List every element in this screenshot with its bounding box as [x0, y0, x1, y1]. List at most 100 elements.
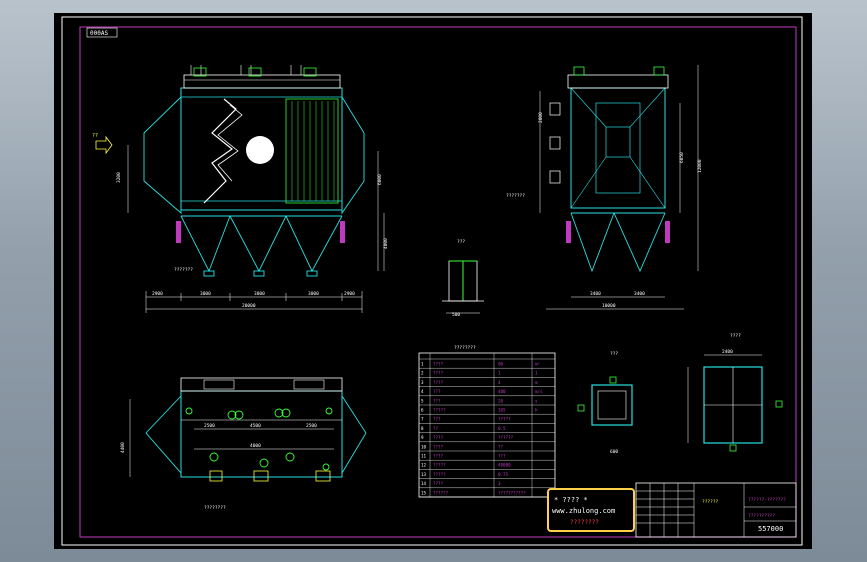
table-cell-name: ????? [433, 463, 446, 468]
table-cell-qty: 165 [498, 408, 506, 413]
table-cell-name: ??? [433, 389, 441, 394]
table-cell-qty: 90 [498, 362, 504, 367]
dim-text: 3400 [590, 291, 601, 297]
table-cell-name: ??? [433, 417, 441, 422]
dim-text: 3000 [254, 291, 265, 297]
table-cell-unit: h [535, 408, 538, 413]
table-cell-no: 14 [421, 481, 427, 486]
plan-nozzles [185, 407, 333, 471]
hoppers [180, 215, 343, 277]
dim-text: 3000 [200, 291, 211, 297]
detail-label: ???? [730, 333, 741, 339]
top-walkway [183, 74, 341, 89]
dim-text: 10000 [602, 303, 616, 309]
table-cell-unit: s [535, 398, 538, 403]
dim-text: 2500 [306, 423, 317, 429]
inner-frame-magenta [79, 26, 797, 538]
table-cell-name: ????? [433, 472, 446, 477]
dim-text: 500 [452, 312, 460, 318]
dim-text: 4000 [383, 238, 389, 249]
title-unit: ?????????? [748, 513, 775, 519]
table-cell-qty: 20 [498, 398, 504, 403]
table-cell-no: 9 [421, 435, 424, 440]
table-cell-no: 8 [421, 426, 424, 431]
table-cell-qty: 0.75 [498, 472, 509, 477]
table-cell-qty: 48000 [498, 463, 511, 468]
table-cell-qty: ?????? [498, 435, 514, 440]
table-cell-unit: m/s [535, 389, 543, 394]
table-cell-no: 5 [421, 398, 424, 403]
dim-text: 12000 [697, 159, 703, 173]
outer-frame [61, 16, 803, 546]
table-cell-no: 6 [421, 408, 424, 413]
table-cell-no: 1 [421, 362, 424, 367]
dim-text: 4500 [250, 423, 261, 429]
paper-background [54, 13, 812, 549]
dim-text: 600 [610, 449, 618, 455]
plan-view[interactable]: 2500 4500 2500 4000 4400 ???????? [120, 377, 367, 511]
dim-text: 2900 [152, 291, 163, 297]
side-view[interactable]: 3400 3400 10000 2800 12000 6050 ??????? [506, 65, 703, 310]
title-name: ?????? [702, 499, 719, 505]
dim-text: 2400 [722, 349, 733, 355]
drawing-number: 557000 [758, 525, 783, 533]
table-cell-unit: m² [535, 362, 540, 367]
dim-text: 4000 [250, 443, 261, 449]
table-cell-name: ???? [433, 362, 444, 367]
side-walkway [567, 74, 669, 89]
table-cell-no: 15 [421, 490, 427, 495]
hopper-flanges [176, 221, 345, 243]
detail-label: ??? [457, 239, 465, 245]
table-cell-no: 7 [421, 417, 424, 422]
title-block[interactable]: ?????? ??????-??????? ?????????? 557000 [635, 482, 797, 538]
table-cell-no: 4 [421, 389, 424, 394]
dim-text: 4400 [120, 442, 126, 453]
table-cell-qty: ?? [498, 444, 504, 449]
watermark-line3: ???????? [570, 519, 599, 526]
dim-text: 3400 [634, 291, 645, 297]
table-cell-no: 3 [421, 380, 424, 385]
table-cell-name: ?????? [433, 490, 449, 495]
inspection-port [246, 136, 274, 164]
dim-text: 6000 [377, 174, 383, 185]
table-cell-name: ?? [433, 426, 439, 431]
table-cell-name: ???? [433, 454, 444, 459]
table-cell-name: ???? [433, 444, 444, 449]
detail-inspection-door[interactable]: ???? 2400 [687, 333, 783, 452]
table-cell-unit: m [535, 380, 538, 385]
table-cell-no: 10 [421, 444, 427, 449]
top-label-box [86, 27, 118, 38]
table-cell-name: ???? [433, 371, 444, 376]
filter-bag-bank [285, 98, 339, 204]
dim-text: ???????? [204, 505, 226, 511]
dim-text: 6050 [679, 152, 685, 163]
table-cell-no: 13 [421, 472, 427, 477]
table-cell-qty: ??? [498, 454, 506, 459]
zhulong-watermark: * ???? * www.zhulong.com ???????? [547, 488, 635, 532]
dim-text: 20000 [242, 303, 256, 309]
side-pulse-headers [549, 102, 561, 184]
table-cell-qty: 480 [498, 389, 506, 394]
drawing-sheet[interactable]: 000AS [54, 13, 812, 549]
side-dimensions [539, 65, 699, 310]
plan-dimensions [129, 399, 334, 477]
detail-flange[interactable]: ??? 600 [577, 351, 633, 455]
table-cell-qty: 0.5 [498, 426, 506, 431]
table-cell-name: ????? [433, 408, 446, 413]
table-cell-name: ???? [433, 380, 444, 385]
dim-text: 2800 [538, 112, 544, 123]
title-code: ??????-??????? [748, 497, 786, 503]
dim-text: 3200 [116, 172, 122, 183]
detail-support[interactable]: ??? 500 [442, 239, 484, 318]
table-cell-name: ???? [433, 435, 444, 440]
dim-text: 2500 [204, 423, 215, 429]
table-cell-name: ??? [433, 398, 441, 403]
watermark-line1: * ???? * [554, 496, 588, 504]
table-cell-no: 12 [421, 463, 427, 468]
table-cell-unit: 1 [535, 371, 538, 376]
dim-text: 3000 [308, 291, 319, 297]
table-cell-no: 2 [421, 371, 424, 376]
front-view[interactable]: ?? 2900 3000 3000 3000 2900 20000 3200 6… [92, 65, 389, 313]
dim-text: 2900 [344, 291, 355, 297]
